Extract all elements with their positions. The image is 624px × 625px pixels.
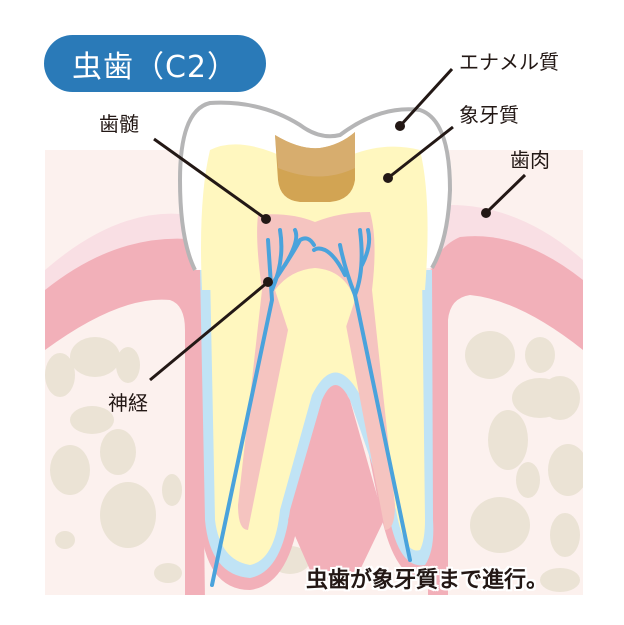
page-title: 虫歯（C2） [44,35,266,92]
nerves [210,228,412,587]
label-gum: 歯肉 [510,148,550,172]
label-enamel: エナメル質 [459,50,559,74]
leader-dots [261,121,491,287]
label-pulp: 歯髄 [99,112,139,136]
label-dentin: 象牙質 [459,103,519,127]
caption: 虫歯が象牙質まで進行。 [306,568,549,593]
label-nerve: 神経 [108,391,148,415]
leader-lines [149,67,527,382]
